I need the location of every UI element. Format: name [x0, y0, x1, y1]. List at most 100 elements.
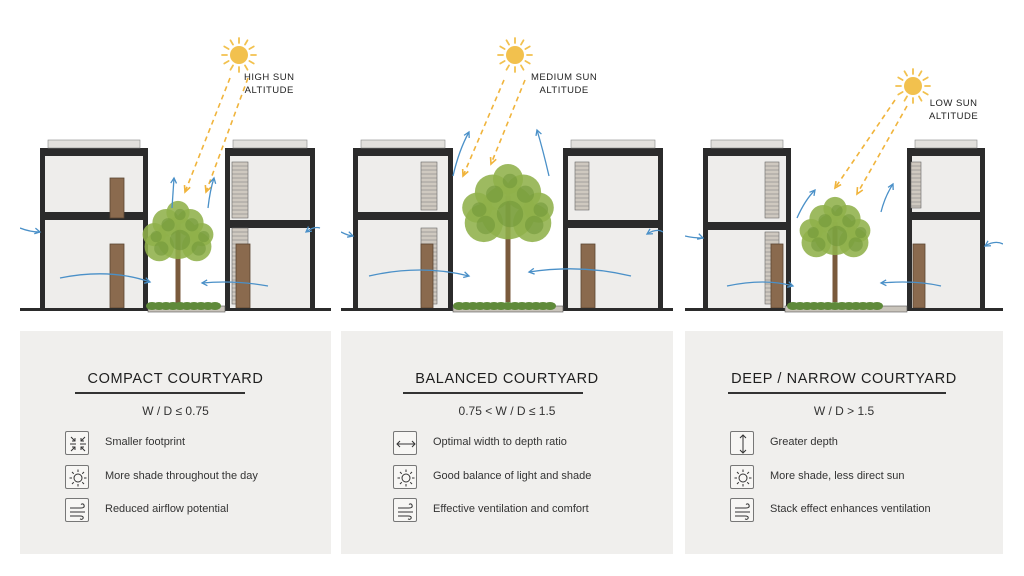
- door: [580, 243, 596, 309]
- sun-ray-arrowhead: [183, 184, 191, 194]
- wind-icon-line: [398, 503, 413, 509]
- door: [912, 243, 926, 309]
- sun-icon-ray: [399, 481, 403, 485]
- vertical-arrow-icon: [730, 431, 754, 455]
- building-wall: [786, 148, 791, 308]
- airflow-arrowhead: [809, 188, 816, 197]
- sun-ray-tick: [223, 45, 230, 50]
- sun-icon-ray: [399, 471, 403, 475]
- building-wall: [907, 148, 912, 308]
- airflow-arrow: [305, 226, 321, 233]
- sun-ray-tick: [229, 39, 234, 46]
- ratio-label: W / D > 1.5: [813, 404, 875, 418]
- airflow-arrowhead: [535, 128, 542, 137]
- sun-ray-tick: [922, 91, 929, 96]
- shrub: [544, 302, 556, 310]
- sun-icon: [904, 77, 922, 95]
- tree-canopy-shade: [826, 225, 848, 247]
- sun-ray-tick: [499, 60, 506, 65]
- sun-ray-tick: [918, 70, 923, 77]
- sun-icon-ray: [409, 481, 413, 485]
- wind-icon: [730, 498, 754, 522]
- tree-canopy-shade: [524, 215, 544, 235]
- tree-canopy-shade: [191, 241, 206, 256]
- tree-canopy-shade: [818, 214, 832, 228]
- sun-icon-ray: [736, 481, 740, 485]
- deep-narrow-courtyard-card: DEEP / NARROW COURTYARD W / D > 1.5 Grea…: [685, 331, 1003, 554]
- tree-canopy-shade: [533, 202, 549, 217]
- feature-item: More shade throughout the day: [65, 465, 315, 489]
- balanced-courtyard-card: BALANCED COURTYARD 0.75 < W / D ≤ 1.5 Op…: [341, 331, 673, 554]
- sun-ray: [834, 99, 896, 189]
- feature-text: More shade throughout the day: [105, 470, 258, 482]
- sun-label-line1: MEDIUM SUN: [531, 72, 598, 83]
- feature-text: Greater depth: [770, 436, 838, 448]
- building-roof-slab: [225, 148, 315, 156]
- sun-ray: [462, 79, 505, 177]
- sun-ray-tick: [918, 95, 923, 102]
- feature-item: Effective ventilation and comfort: [393, 498, 643, 522]
- airflow-arrow: [796, 189, 816, 219]
- building-wall: [448, 148, 453, 308]
- airflow-arrow: [528, 268, 632, 277]
- sun-ray-tick: [223, 60, 230, 65]
- tree-canopy-shade: [174, 208, 186, 221]
- title-underline: [403, 392, 583, 394]
- building-roof-slab: [907, 148, 985, 156]
- sun-icon-core: [738, 473, 748, 483]
- tree-canopy-shade: [154, 241, 169, 256]
- sun-ray-arrowhead: [856, 186, 864, 196]
- tree-trunk: [505, 196, 511, 302]
- building-wall: [353, 148, 358, 308]
- sun-icon-ray: [746, 481, 750, 485]
- building-roof-slab: [353, 148, 453, 156]
- wind-icon-line: [70, 515, 84, 520]
- compact-courtyard-section-drawing: [20, 37, 331, 313]
- door: [770, 243, 784, 309]
- tree-canopy-shade: [842, 214, 856, 228]
- sun-icon: [230, 46, 248, 64]
- sun-ray-tick: [922, 76, 929, 81]
- feature-item: Smaller footprint: [65, 431, 315, 455]
- feature-text: Reduced airflow potential: [105, 503, 229, 515]
- sun-ray-tick: [897, 76, 904, 81]
- sun-ray: [490, 79, 526, 165]
- sun-icon-ray: [81, 471, 85, 475]
- building-interior: [40, 156, 148, 308]
- sun-ray-tick: [244, 39, 249, 46]
- sun-label-line1: HIGH SUN: [244, 72, 295, 83]
- tree-canopy-shade: [161, 218, 175, 232]
- building-parapet: [914, 139, 978, 149]
- airflow-arrowhead: [786, 281, 795, 288]
- tree-canopy-shade: [516, 185, 534, 203]
- sun-ray-arrowhead: [204, 184, 212, 194]
- tree-canopy-shade: [476, 215, 496, 235]
- airflow-arrowhead: [696, 233, 705, 240]
- airflow-arrowhead: [527, 267, 535, 275]
- airflow-arrowhead: [463, 271, 471, 279]
- sun-ray-tick: [524, 60, 531, 65]
- sun-ray-arrowhead: [833, 180, 842, 190]
- tree-canopy-shade: [848, 237, 863, 252]
- sun-ray-tick: [248, 45, 255, 50]
- sun-icon-core: [401, 473, 411, 483]
- airflow-arrowhead: [645, 228, 654, 235]
- deep-narrow-courtyard-section-drawing: [685, 68, 1003, 313]
- feature-text: Good balance of light and shade: [433, 470, 592, 482]
- airflow-arrow: [726, 281, 794, 287]
- sun-ray-tick: [244, 64, 249, 71]
- sun-altitude-label: MEDIUM SUN ALTITUDE: [531, 71, 597, 97]
- sun-ray-tick: [524, 45, 531, 50]
- panel-title: BALANCED COURTYARD: [415, 371, 599, 387]
- sun-icon-ray: [81, 481, 85, 485]
- tree-trunk: [175, 222, 181, 304]
- feature-text: Effective ventilation and comfort: [433, 503, 589, 515]
- airflow-arrow: [984, 241, 1003, 247]
- feature-text: Optimal width to depth ratio: [433, 436, 567, 448]
- tree-canopy-shade: [185, 218, 199, 232]
- building-parapet: [570, 139, 656, 149]
- tree-canopy-shade: [496, 200, 524, 228]
- building-wall: [703, 148, 708, 308]
- sun-icon-ray: [409, 471, 413, 475]
- airflow-arrow: [368, 269, 470, 277]
